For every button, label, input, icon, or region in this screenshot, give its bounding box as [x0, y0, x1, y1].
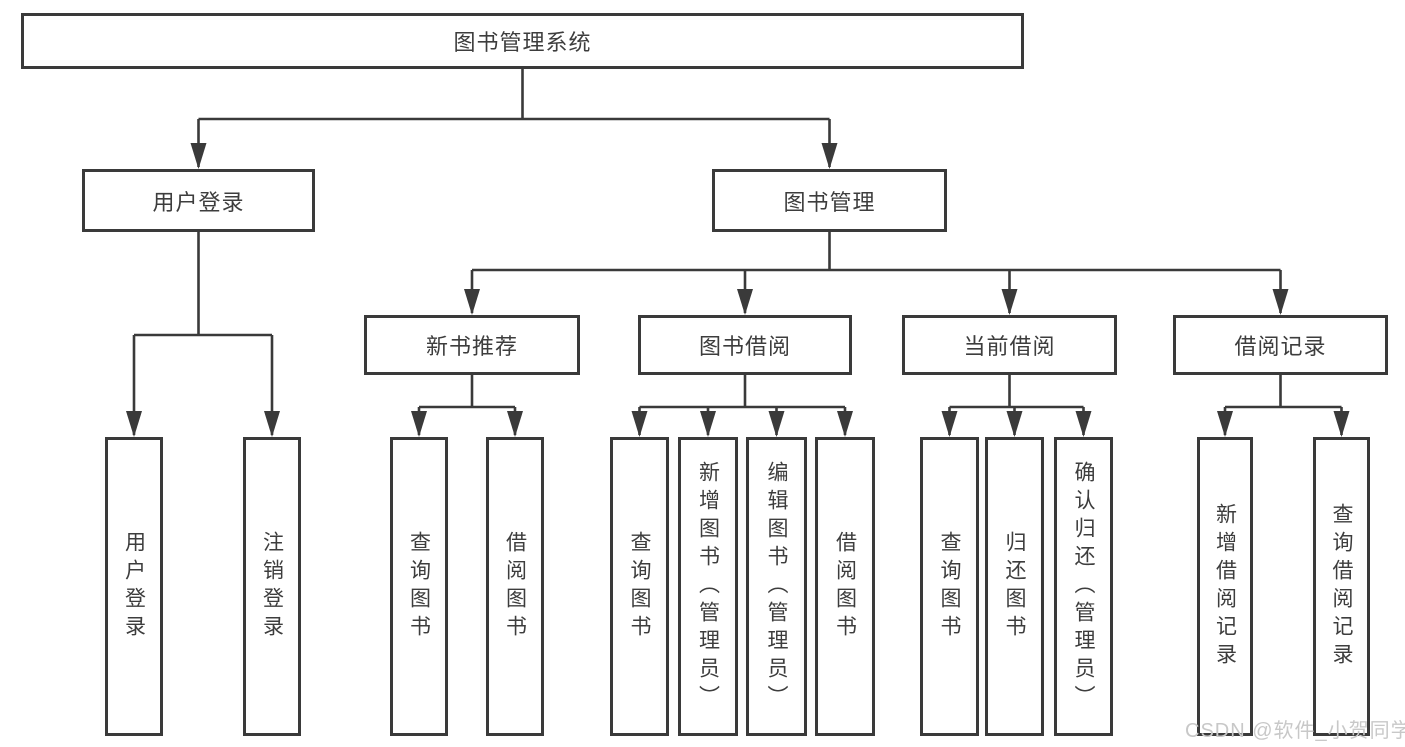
leaf-label: 归还图书	[1003, 530, 1026, 643]
node-label: 图书管理	[783, 189, 876, 215]
leaf-label: 新增借阅记录	[1213, 502, 1237, 671]
leaf-logout: 注销登录	[243, 437, 301, 736]
node-user-login: 用户登录	[82, 169, 315, 232]
node-label: 借阅记录	[1234, 334, 1327, 359]
leaf-label: 编辑图书（管理员）	[765, 460, 788, 713]
connector-paths	[132, 69, 1343, 435]
leaf-borrow-books: 借阅图书	[815, 437, 875, 736]
leaf-edit-books-admin: 编辑图书（管理员）	[746, 437, 807, 736]
leaf-query-books: 查询图书	[920, 437, 979, 736]
node-new-book-recommend: 新书推荐	[364, 315, 580, 375]
leaf-add-borrow-record: 新增借阅记录	[1197, 437, 1253, 736]
node-borrow-records: 借阅记录	[1173, 315, 1388, 375]
leaf-label: 注销登录	[260, 530, 284, 643]
leaf-label: 查询图书	[628, 530, 651, 643]
leaf-label: 借阅图书	[833, 530, 857, 643]
node-label: 新书推荐	[425, 334, 518, 359]
leaf-confirm-return-admin: 确认归还（管理员）	[1054, 437, 1113, 736]
arrowheads	[126, 143, 1350, 437]
csdn-watermark: CSDN @软件_小贺同学	[1185, 720, 1405, 742]
node-label: 当前借阅	[963, 334, 1056, 359]
node-label: 图书借阅	[698, 334, 791, 359]
node-label: 图书管理系统	[453, 30, 592, 55]
leaf-label: 新增图书（管理员）	[696, 460, 720, 713]
leaf-add-books-admin: 新增图书（管理员）	[678, 437, 738, 736]
leaf-label: 确认归还（管理员）	[1072, 460, 1095, 713]
node-current-borrowing: 当前借阅	[902, 315, 1117, 375]
node-library-system: 图书管理系统	[21, 13, 1024, 69]
leaf-label: 借阅图书	[503, 530, 527, 643]
leaf-label: 查询图书	[938, 530, 961, 643]
leaf-return-books: 归还图书	[985, 437, 1044, 736]
leaf-user-login: 用户登录	[105, 437, 163, 736]
leaf-query-borrow-record: 查询借阅记录	[1313, 437, 1370, 736]
node-book-borrowing: 图书借阅	[638, 315, 852, 375]
leaf-query-books: 查询图书	[610, 437, 669, 736]
leaf-borrow-books: 借阅图书	[486, 437, 544, 736]
leaf-query-books: 查询图书	[390, 437, 448, 736]
node-book-management: 图书管理	[712, 169, 947, 232]
leaf-label: 查询借阅记录	[1330, 502, 1353, 671]
leaf-label: 用户登录	[122, 530, 146, 643]
leaf-label: 查询图书	[407, 530, 431, 643]
node-label: 用户登录	[152, 189, 245, 215]
